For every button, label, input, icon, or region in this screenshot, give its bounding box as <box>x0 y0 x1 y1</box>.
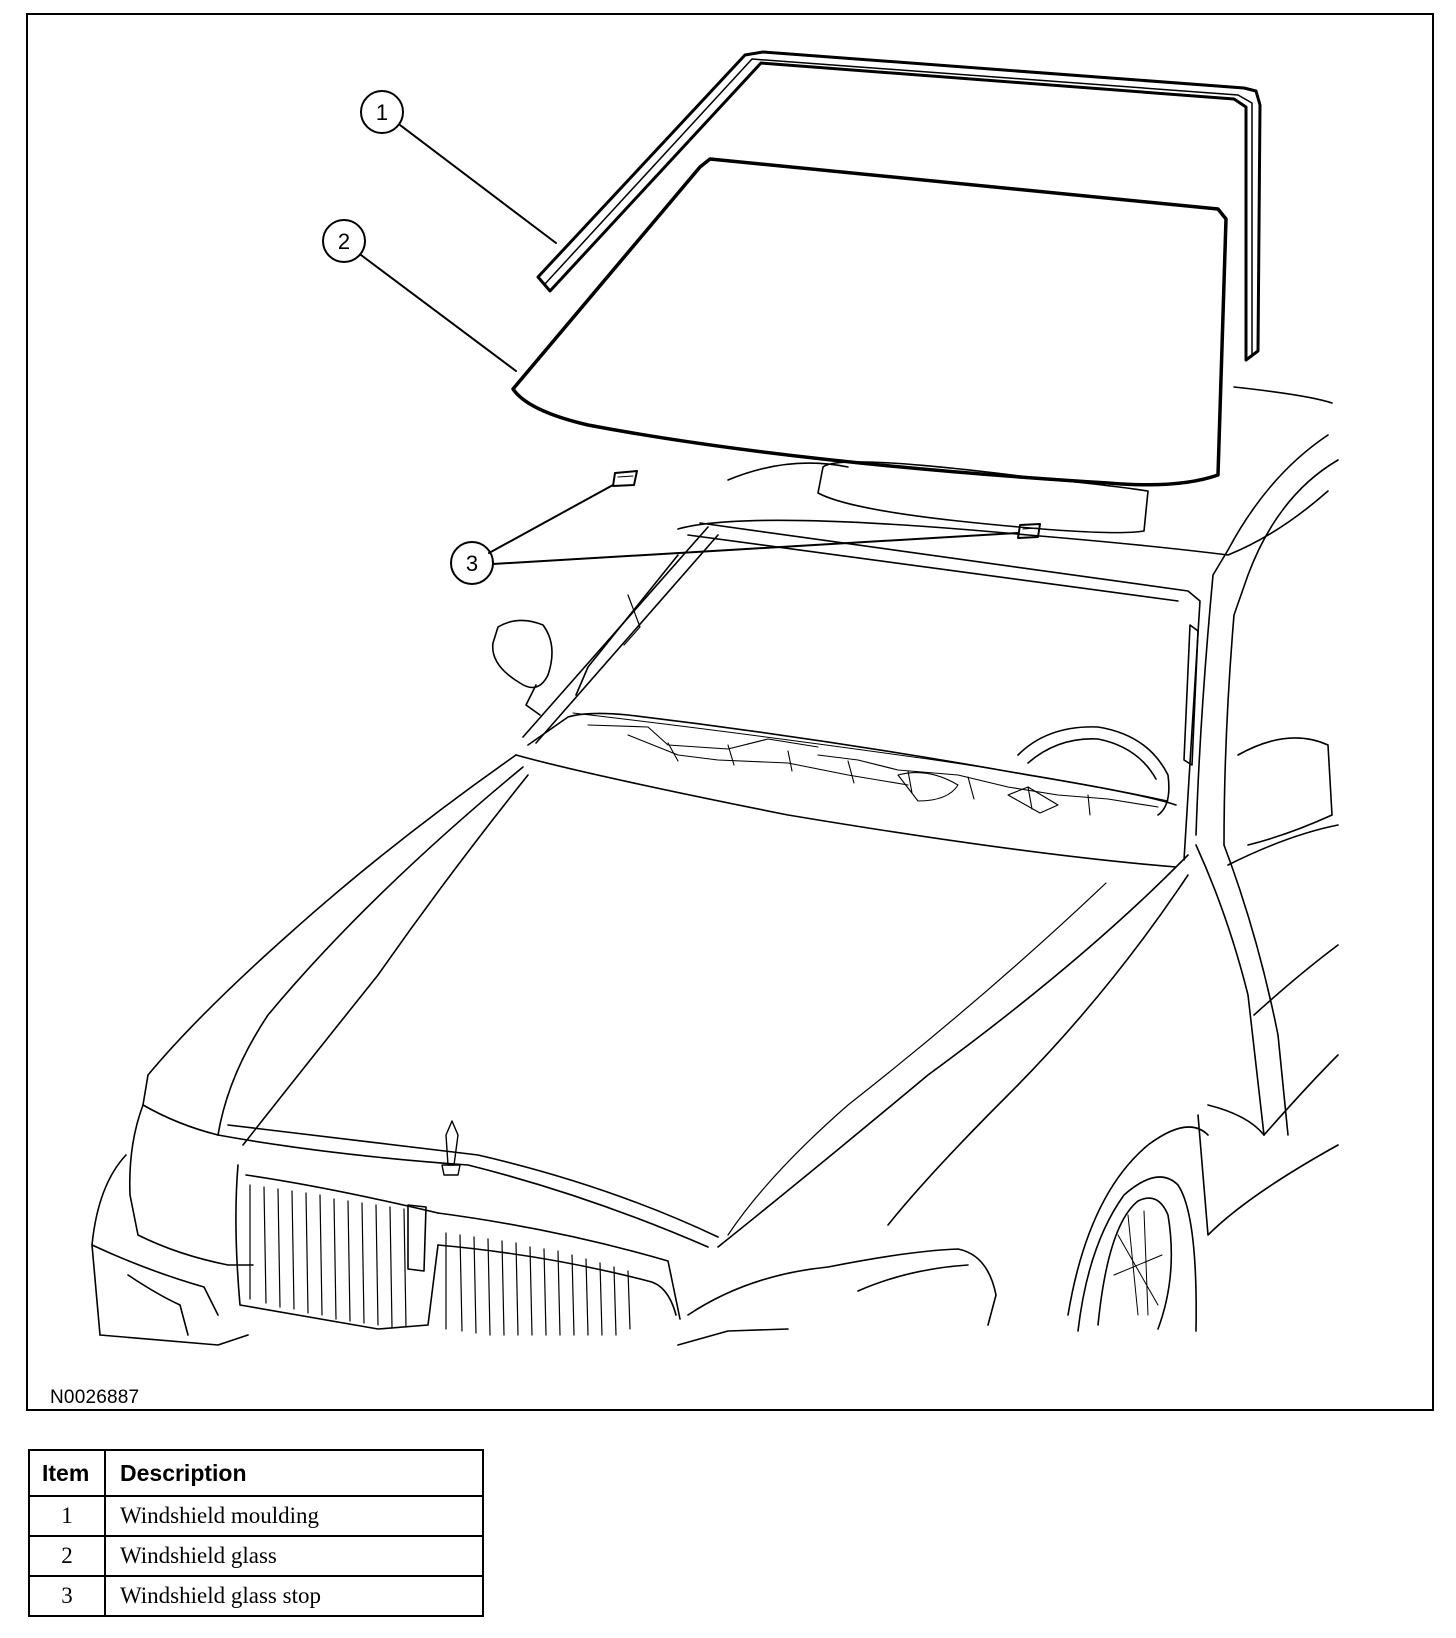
windshield-diagram: 1 2 3 <box>91 50 1339 1346</box>
grille-slats-right <box>445 1232 631 1336</box>
grille-slats-left <box>249 1184 407 1328</box>
callout-1: 1 <box>360 90 557 244</box>
legend-item-description: Windshield glass <box>104 1535 484 1577</box>
callout-3: 3 <box>450 484 1019 585</box>
legend-item-number: 1 <box>28 1495 106 1537</box>
table-row: 1 Windshield moulding <box>28 1495 484 1537</box>
legend-table: Item Description 1 Windshield moulding 2… <box>28 1449 484 1617</box>
legend-item-description: Windshield moulding <box>104 1495 484 1537</box>
figure-id-label: N0026887 <box>50 1387 140 1408</box>
legend-header-item: Item <box>28 1449 106 1497</box>
legend-header-row: Item Description <box>28 1449 484 1497</box>
legend-item-number: 2 <box>28 1535 106 1577</box>
table-row: 2 Windshield glass <box>28 1535 484 1577</box>
windshield-glass <box>511 157 1228 487</box>
exploded-view-figure: 1 2 3 <box>26 13 1434 1411</box>
callout-2-label: 2 <box>338 229 350 254</box>
windshield-moulding <box>536 50 1262 362</box>
callout-1-label: 1 <box>376 100 388 125</box>
vehicle-body <box>91 386 1339 1346</box>
windshield-glass-stops <box>612 470 1041 539</box>
legend-header-description: Description <box>104 1449 484 1497</box>
legend-item-number: 3 <box>28 1575 106 1617</box>
callout-3-label: 3 <box>466 551 478 576</box>
table-row: 3 Windshield glass stop <box>28 1575 484 1617</box>
callout-2: 2 <box>322 219 517 372</box>
legend-item-description: Windshield glass stop <box>104 1575 484 1617</box>
